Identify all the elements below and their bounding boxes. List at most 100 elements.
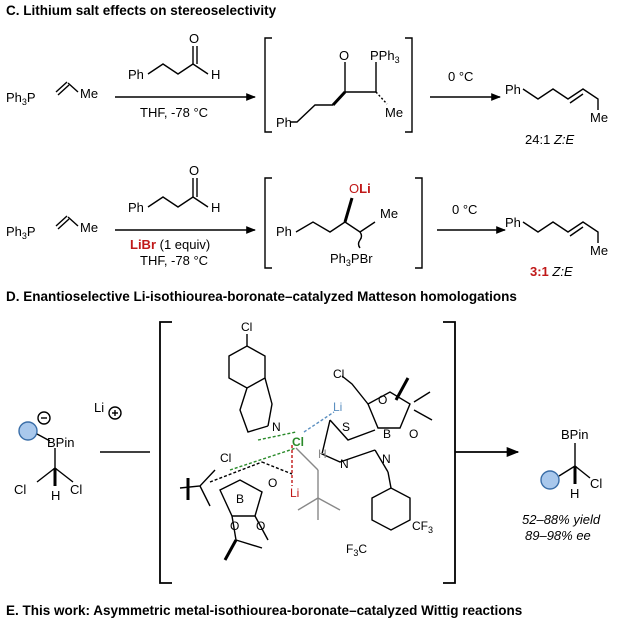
ts-brackets [159,321,520,584]
aldehyde-h-2: H [211,200,220,215]
ts-o4: O [230,519,239,533]
product-cl: Cl [590,476,602,491]
product-1-double [569,93,584,104]
ts-s: S [342,420,350,434]
cl-li-contact [257,431,297,441]
aldehyde-2-chain [147,196,209,208]
ts-h: H [318,447,327,461]
transition-state [179,334,433,561]
li-label: Li [94,400,104,415]
matteson-reactant [18,406,150,486]
section-c-title: C. Lithium salt effects on stereoselecti… [6,3,277,18]
oxa-hash [375,91,388,105]
ts-cf3-a: CF3 [412,519,433,535]
yield-label: 52–88% yield [522,512,601,527]
oxaphosphetane-ring [344,62,377,93]
circle-b-bond [36,433,51,442]
ylide-bond-2 [67,82,79,93]
ts-n-imine: N [340,457,349,471]
reaction-1 [55,37,599,133]
product-circle [540,470,560,490]
reaction-2 [55,177,599,269]
temp-2: 0 °C [452,202,477,217]
reaction-2-labels: Ph3P Me Ph O H LiBr (1 equiv) THF, -78 °… [6,163,608,279]
ts-bracket-left [159,321,172,584]
cl-left-label: Cl [14,482,26,497]
section-d-title: D. Enantioselective Li-isothiourea-boron… [6,289,517,304]
ylide-2-double-bond [57,218,70,230]
ts-li-bottom: Li [290,486,299,500]
reaction-1-labels: Ph3P Me Ph O H THF, -78 °C O PPh3 Me Ph … [6,31,608,147]
product-1-me: Me [590,110,608,125]
product-h: H [570,486,579,501]
ylide-me-1: Me [80,86,98,101]
matteson-product-labels: BPin H Cl 52–88% yield 89–98% ee [522,427,602,543]
ratio-2: 3:1 Z:E [530,264,573,279]
ylide-2-bond-1 [55,215,68,227]
bracket-right-2 [415,177,423,269]
transition-state-labels: Cl N Cl Li Li Cl Cl S B O O O O O N N B … [220,320,433,558]
h-label: H [51,488,60,503]
aldehyde-chain [147,63,209,75]
ts-cl-mid: Cl [292,435,304,449]
ee-label: 89–98% ee [525,528,591,543]
ylide-ph3p-2: Ph3P [6,224,36,241]
oxa-o: O [339,48,349,63]
temp-1: 0 °C [448,69,473,84]
oxa-me: Me [385,105,403,120]
product-c-circle [558,465,576,477]
ts-n-amine: N [382,452,391,466]
cl-li-blue [303,411,335,433]
int-wavy [357,231,363,249]
product-2-double [569,226,584,237]
substituent-circle [18,421,38,441]
oxa-ph: Ph [276,115,292,130]
product-2-me: Me [590,243,608,258]
ts-n-ring: N [272,420,281,434]
product-1-ph: Ph [505,82,521,97]
oxa-pph3: PPh3 [370,48,400,65]
product-1-chain [522,88,599,110]
intermediate-chain [295,221,376,233]
product-bpin: BPin [561,427,588,442]
ylide-bond-1 [55,81,68,93]
ylide-ph3p-1: Ph3P [6,90,36,107]
additive: LiBr (1 equiv) [130,237,210,252]
bracket-right-1 [405,37,413,133]
ts-o2: O [409,427,418,441]
ts-cf3-b: F3C [346,542,367,558]
ts-o3: O [268,476,277,490]
ylide-2-bond-2 [67,216,79,227]
int-ph: Ph [276,224,292,239]
ts-bracket-right [443,321,456,584]
aldehyde-o-1: O [189,31,199,46]
aldehyde-ph-2: Ph [128,200,144,215]
right-bpin-ring [367,391,411,429]
matteson-reactant-labels: Li BPin Cl H Cl [14,400,104,503]
cf3-phenyl-ring [371,487,411,531]
bpin-label: BPin [47,435,74,450]
left-bpin-ring [219,479,263,517]
ts-o5: O [256,519,265,533]
bracket-left-2 [264,177,272,269]
section-e-title: E. This work: Asymmetric metal-isothiour… [6,603,523,618]
aldehyde-o-2: O [189,163,199,178]
aldehyde-h-1: H [211,67,220,82]
ts-o1: O [378,393,387,407]
c-cl-right [54,467,74,483]
aldehyde-ph-1: Ph [128,67,144,82]
clch-bond [341,375,369,405]
ts-b-left: B [236,492,244,506]
int-ph3pbr: Ph3PBr [330,251,373,268]
oxa-wedge [331,90,347,107]
int-wedge [343,197,354,223]
int-oli: OLi [349,181,371,196]
ts-cl-upper: Cl [333,367,344,381]
ts-li-top: Li [333,400,342,414]
conditions-2: THF, -78 °C [140,253,208,268]
oxa-chain [290,104,333,123]
chlorophenyl-ring [228,345,266,389]
ts-b-right: B [383,427,391,441]
product-c-cl [574,465,591,479]
c-cl-left [36,467,56,483]
